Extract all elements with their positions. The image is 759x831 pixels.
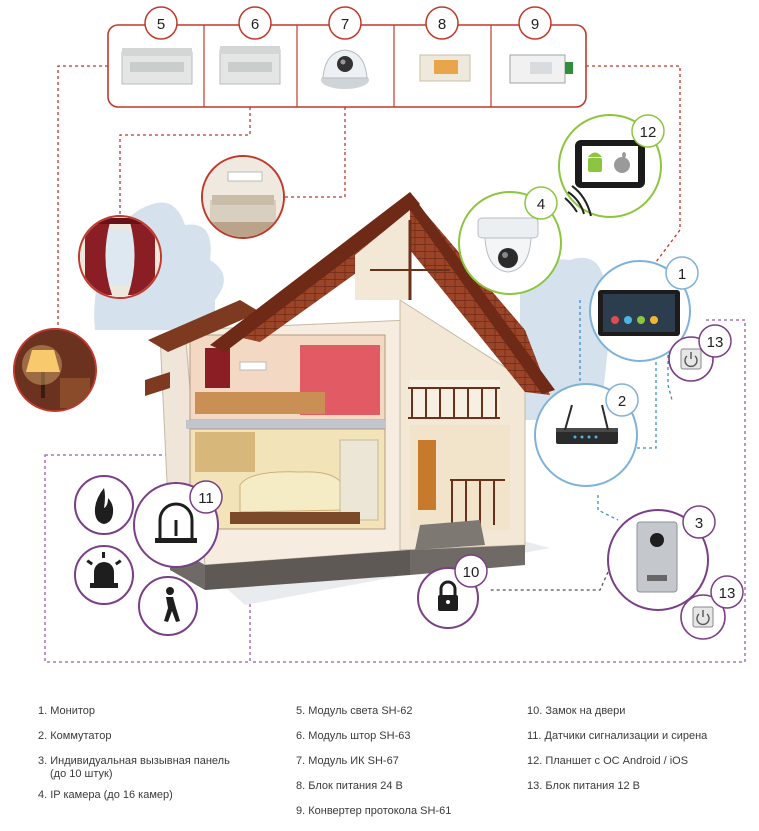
flame-icon bbox=[94, 488, 114, 524]
svg-text:2: 2 bbox=[618, 393, 626, 410]
badge-5: 5 bbox=[144, 6, 178, 40]
badge-4: 4 bbox=[524, 186, 558, 220]
call-panel-device bbox=[607, 509, 709, 611]
power-icon bbox=[684, 352, 698, 368]
badge-1: 1 bbox=[665, 256, 699, 290]
number-badges: 5 6 7 8 9 12 4 1 13 2 3 13 10 11 bbox=[144, 6, 744, 609]
svg-text:7: 7 bbox=[341, 16, 349, 33]
svg-text:8: 8 bbox=[438, 16, 446, 33]
legend-item-11: 11. Датчики сигнализации и сирена bbox=[527, 730, 708, 742]
badge-3: 3 bbox=[682, 505, 716, 539]
legend-item-3: 3. Индивидуальная вызывная панель (до 10… bbox=[38, 755, 268, 781]
curtain-module-device bbox=[219, 46, 281, 85]
ir-module-dome-device bbox=[321, 49, 369, 89]
badge-9: 9 bbox=[518, 6, 552, 40]
legend-item-3-line-1: 3. Индивидуальная вызывная панель bbox=[38, 755, 230, 767]
legend-item-7: 7. Модуль ИК SH-67 bbox=[296, 755, 399, 767]
legend-item-8: 8. Блок питания 24 В bbox=[296, 780, 403, 792]
legend-item-1: 1. Монитор bbox=[38, 705, 96, 717]
badge-7: 7 bbox=[328, 6, 362, 40]
svg-text:11: 11 bbox=[198, 490, 214, 507]
legend-item-12: 12. Планшет с ОС Android / iOS bbox=[527, 755, 689, 767]
motion-sensor bbox=[138, 576, 198, 636]
badge-12: 12 bbox=[631, 114, 665, 148]
lighting-photo bbox=[13, 328, 97, 412]
svg-text:3: 3 bbox=[695, 515, 703, 532]
svg-text:4: 4 bbox=[537, 196, 545, 213]
legend-column-1: 1. Монитор 2. Коммутатор 3. Индивидуальн… bbox=[38, 705, 268, 814]
power-icon bbox=[696, 610, 710, 626]
badge-11: 11 bbox=[189, 480, 223, 514]
fire-sensor bbox=[74, 475, 134, 535]
legend-column-2: 5. Модуль света SH-62 6. Модуль штор SH-… bbox=[296, 705, 516, 830]
legend-item-6: 6. Модуль штор SH-63 bbox=[296, 730, 411, 742]
tablet-device bbox=[558, 114, 662, 218]
android-icon bbox=[588, 152, 602, 172]
svg-text:10: 10 bbox=[463, 564, 480, 581]
apple-icon bbox=[614, 152, 630, 173]
badge-10: 10 bbox=[454, 554, 488, 588]
air-conditioning-photo bbox=[201, 155, 285, 239]
curtains-photo bbox=[78, 215, 162, 299]
wireless-signal-icon bbox=[564, 185, 592, 217]
house bbox=[145, 192, 555, 590]
badge-6: 6 bbox=[238, 6, 272, 40]
svg-text:5: 5 bbox=[157, 16, 165, 33]
badge-8: 8 bbox=[425, 6, 459, 40]
alarm-light-icon bbox=[86, 552, 122, 588]
legend-column-3: 10. Замок на двери 11. Датчики сигнализа… bbox=[527, 705, 752, 805]
svg-text:1: 1 bbox=[678, 266, 686, 283]
power-supply-24v-device bbox=[419, 54, 471, 82]
svg-text:12: 12 bbox=[640, 124, 657, 141]
monitor-device bbox=[589, 260, 691, 362]
legend-item-13: 13. Блок питания 12 В bbox=[527, 780, 640, 792]
power-supply-12v-panel bbox=[680, 594, 726, 640]
legend-item-2: 2. Коммутатор bbox=[38, 730, 112, 742]
legend-item-9: 9. Конвертер протокола SH-61 bbox=[296, 805, 452, 817]
legend-item-5: 5. Модуль света SH-62 bbox=[296, 705, 413, 717]
walking-person-icon bbox=[164, 587, 180, 622]
svg-text:13: 13 bbox=[707, 334, 724, 351]
svg-text:9: 9 bbox=[531, 16, 539, 33]
legend-item-3-line-2: (до 10 штук) bbox=[50, 768, 113, 780]
lock-icon bbox=[438, 580, 458, 611]
badge-13-monitor: 13 bbox=[698, 324, 732, 358]
protocol-converter-device bbox=[509, 54, 573, 84]
legend-item-4: 4. IP камера (до 16 камер) bbox=[38, 789, 173, 801]
badge-2: 2 bbox=[605, 383, 639, 417]
siren-sensor bbox=[74, 545, 134, 605]
light-module-device bbox=[121, 48, 193, 85]
svg-text:13: 13 bbox=[719, 585, 736, 602]
badge-13-panel: 13 bbox=[710, 575, 744, 609]
connectors bbox=[44, 65, 746, 663]
legend-item-10: 10. Замок на двери bbox=[527, 705, 626, 717]
svg-text:6: 6 bbox=[251, 16, 259, 33]
bell-icon bbox=[155, 502, 197, 543]
